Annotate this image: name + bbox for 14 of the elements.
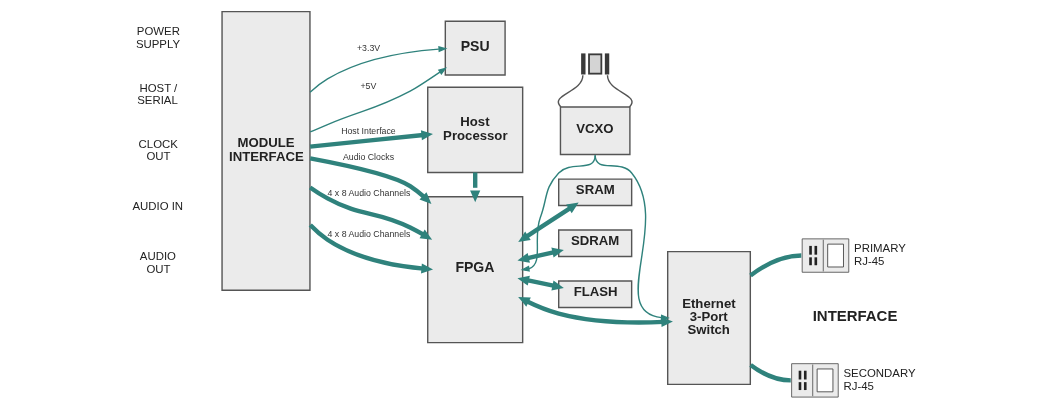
edge-label: +5V <box>359 80 376 91</box>
label: POWER SUPPLY <box>135 25 180 50</box>
label: INTERFACE <box>812 306 897 324</box>
label: AUDIO OUT <box>139 250 176 275</box>
edge-label: 4 x 8 Audio Channels <box>327 229 410 240</box>
label: AUDIO IN <box>131 200 183 213</box>
label: HOST / SERIAL <box>136 81 178 106</box>
label: CLOCK OUT <box>138 137 178 163</box>
edge-label: Audio Clocks <box>342 151 394 162</box>
edge-label: +3.3V <box>356 42 380 53</box>
node-label: PRIMARY RJ-45 <box>853 242 906 267</box>
edge-label: Host Interface <box>340 126 396 137</box>
node-label: SECONDARY RJ-45 <box>843 367 916 392</box>
edge-label: 4 x 8 Audio Channels <box>327 187 410 198</box>
